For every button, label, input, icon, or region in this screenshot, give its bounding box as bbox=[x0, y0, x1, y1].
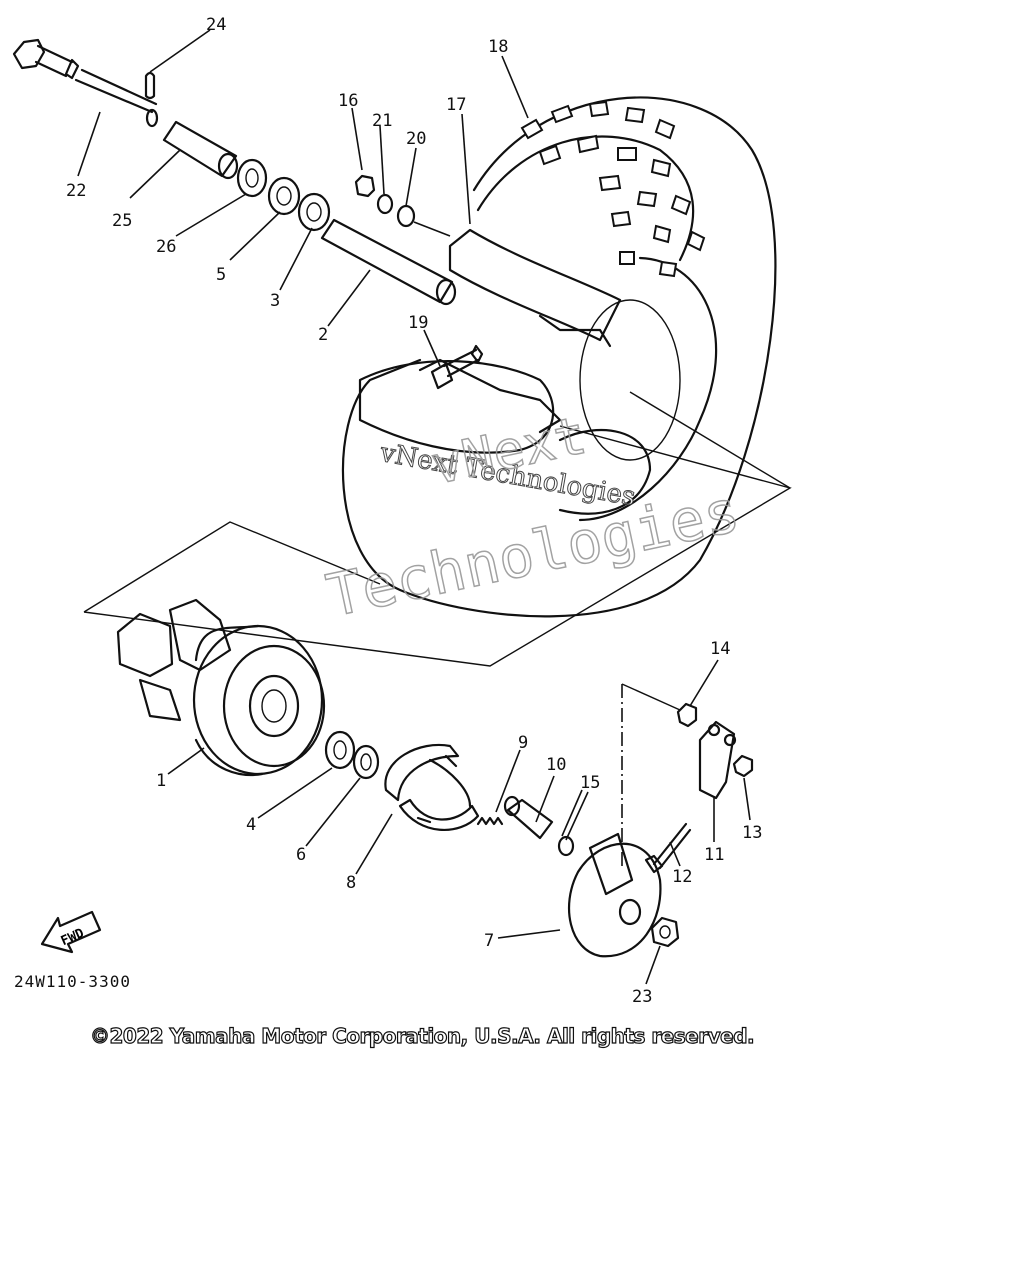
tire-tread-blocks bbox=[520, 100, 706, 278]
seal-6-part bbox=[352, 744, 380, 780]
diagram-reference-code: 24W110-3300 bbox=[14, 972, 131, 991]
callout-9: 9 bbox=[518, 733, 528, 753]
callout-25: 25 bbox=[112, 211, 132, 231]
nut-23-part bbox=[650, 916, 680, 948]
cam-lever-part bbox=[698, 720, 737, 800]
callout-18: 18 bbox=[488, 37, 508, 57]
spacer-part bbox=[320, 218, 457, 306]
fwd-label: FWD bbox=[59, 926, 87, 949]
callout-5: 5 bbox=[216, 265, 226, 285]
copyright-notice: ©2022 Yamaha Motor Corporation, U.S.A. A… bbox=[89, 1023, 755, 1048]
brake-plate-part bbox=[567, 683, 681, 958]
callout-15: 15 bbox=[580, 773, 600, 793]
watermark-line3: Technologies bbox=[321, 477, 745, 631]
nut-16-part bbox=[354, 174, 376, 198]
callout-20: 20 bbox=[406, 129, 426, 149]
callout-26: 26 bbox=[156, 237, 176, 257]
nut-13-part bbox=[732, 754, 754, 778]
bolt-12-part bbox=[644, 822, 692, 874]
o-ring-part bbox=[557, 835, 575, 857]
callout-24: 24 bbox=[206, 15, 226, 35]
assembly-outline bbox=[83, 425, 792, 667]
washer-21-part bbox=[376, 193, 394, 215]
callout-7: 7 bbox=[484, 931, 494, 951]
hub-part bbox=[116, 598, 326, 776]
collar-part bbox=[162, 120, 239, 180]
axle-bolt-part bbox=[12, 38, 159, 128]
brake-spring-part bbox=[476, 816, 504, 826]
callout-6: 6 bbox=[296, 845, 306, 865]
callout-4: 4 bbox=[246, 815, 256, 835]
callout-19: 19 bbox=[408, 313, 428, 333]
nut-14-part bbox=[676, 702, 698, 728]
cotter-pin-part bbox=[144, 71, 156, 100]
callout-22: 22 bbox=[66, 181, 86, 201]
watermark: vNext Technologies vNext Technologies bbox=[320, 405, 746, 631]
callout-17: 17 bbox=[446, 95, 466, 115]
wheel-rim-part bbox=[358, 228, 681, 515]
bearing-3-part bbox=[297, 192, 331, 232]
brake-shoe-part bbox=[384, 743, 480, 832]
callout-2: 2 bbox=[318, 325, 328, 345]
callout-11: 11 bbox=[704, 845, 724, 865]
callout-13: 13 bbox=[742, 823, 762, 843]
assembly-axis-line bbox=[629, 391, 791, 489]
callout-8: 8 bbox=[346, 873, 356, 893]
callout-labels: 24 22 25 26 5 3 2 16 21 20 17 18 19 1 4 … bbox=[66, 15, 762, 1007]
tire-part bbox=[341, 96, 777, 618]
callout-1: 1 bbox=[156, 771, 166, 791]
forward-arrow-icon: FWD bbox=[40, 910, 102, 954]
callout-16: 16 bbox=[338, 91, 358, 111]
callout-12: 12 bbox=[672, 867, 692, 887]
brake-cam-part bbox=[503, 795, 554, 840]
callout-10: 10 bbox=[546, 755, 566, 775]
callout-21: 21 bbox=[372, 111, 392, 131]
bearing-5-part bbox=[267, 176, 301, 216]
valve-stem-part bbox=[430, 344, 484, 390]
callout-23: 23 bbox=[632, 987, 652, 1007]
leader-lines bbox=[77, 29, 751, 985]
bearing-4-part bbox=[324, 730, 356, 770]
washer-20-part bbox=[396, 204, 451, 237]
oil-seal-part bbox=[236, 158, 268, 198]
callout-3: 3 bbox=[270, 291, 280, 311]
callout-14: 14 bbox=[710, 639, 730, 659]
